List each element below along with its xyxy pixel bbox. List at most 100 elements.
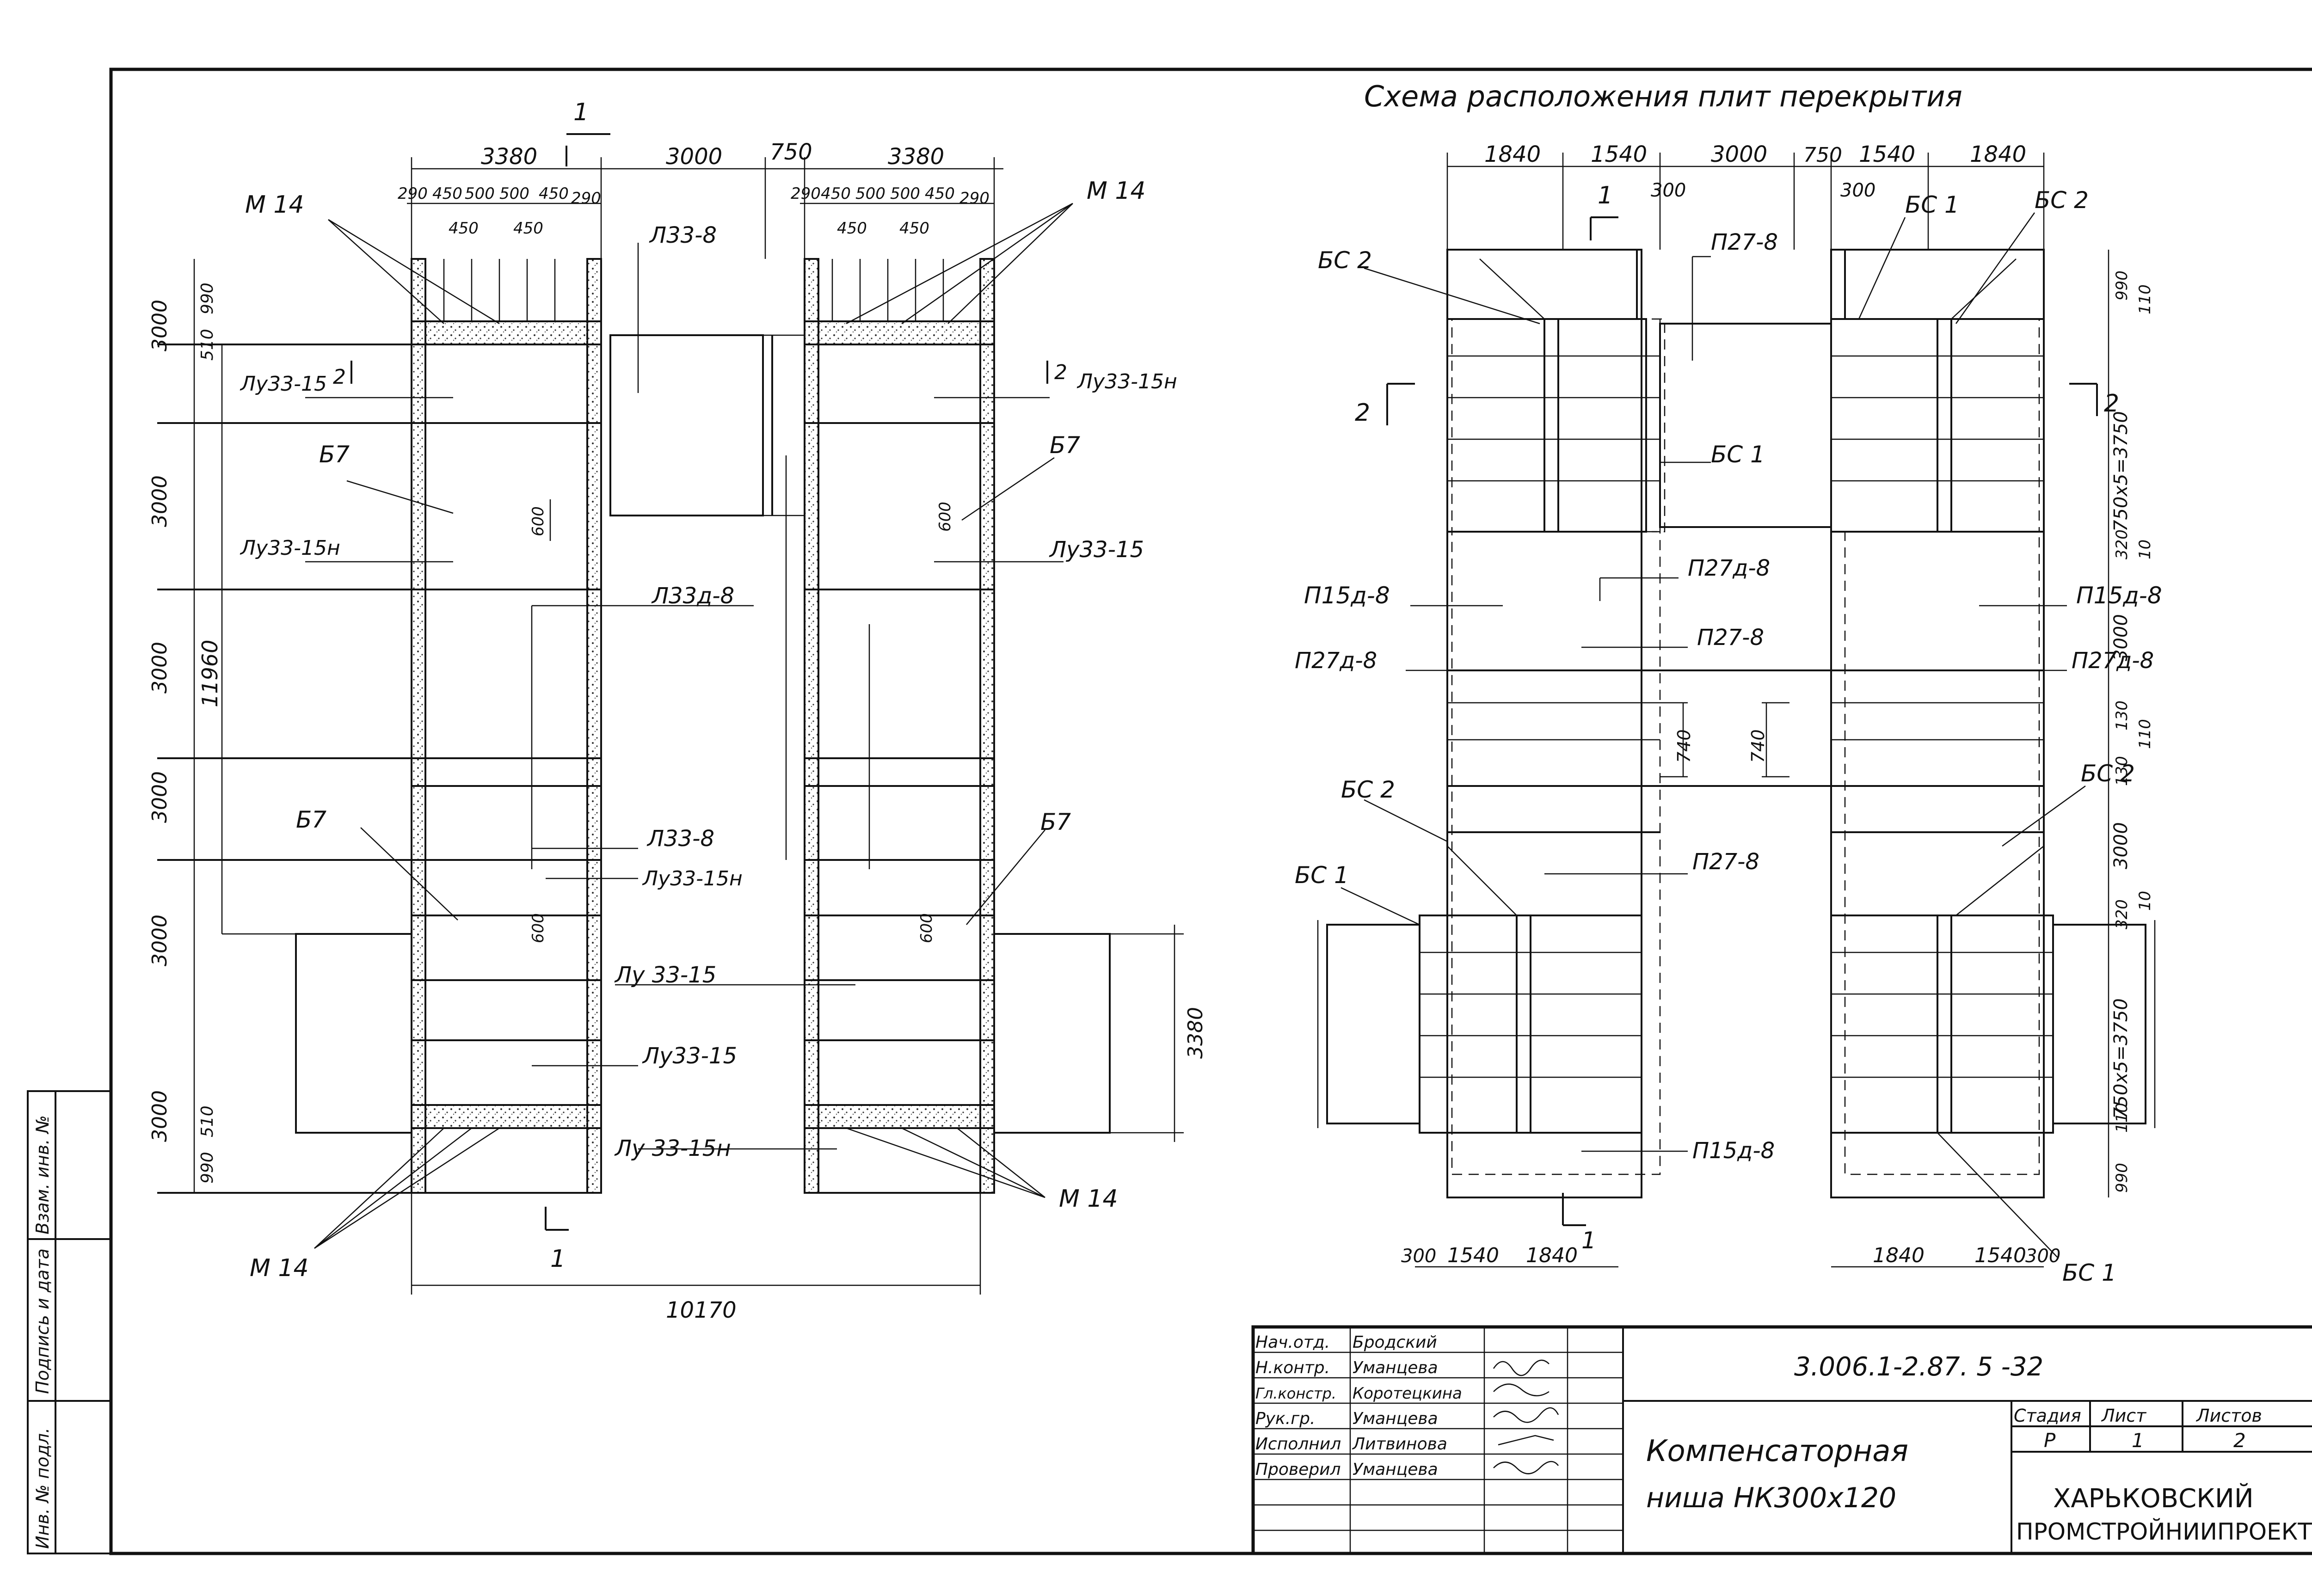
rside-9: 740 xyxy=(1674,729,1694,763)
rside-14: 10 xyxy=(2136,891,2154,911)
stamp-title-1: Компенсаторная xyxy=(1646,1434,1908,1468)
label-lu33-15-r2: Лу33-15 xyxy=(1049,537,1144,563)
rside-3: 750x5=3750 xyxy=(2110,411,2132,532)
label-bs1-mid: БС 1 xyxy=(1711,441,1765,468)
label-p27-8-mid: П27-8 xyxy=(1697,625,1764,651)
rside-7: 130 xyxy=(2113,700,2131,730)
label-p27-8-low: П27-8 xyxy=(1692,849,1759,875)
right-bottom-right-grid xyxy=(1830,915,2054,1134)
right-section-2-l: 2 xyxy=(1355,399,1370,427)
stamp-sheet-header: Лист xyxy=(2101,1406,2147,1426)
stamp-doc-code: 3.006.1-2.87. 5 -32 xyxy=(1794,1352,2043,1382)
right-top-left-grid xyxy=(1446,318,1661,533)
label-lu33-15n-l2: Лу33-15н xyxy=(240,536,340,560)
left-plan: 3380 3000 750 3380 290 450 500 500 450 2… xyxy=(148,98,1207,1323)
side-strip: Инв. № подл. Подпись и дата Взам. инв. № xyxy=(32,1115,53,1549)
left-side-dim-5: 3000 xyxy=(148,642,172,694)
right-scheme-title: Схема расположения плит перекрытия xyxy=(1364,80,1962,113)
left-side-dim-3: 990 xyxy=(198,282,217,314)
left-top-dim-3: 750 xyxy=(770,139,812,165)
stamp-name-4: Уманцева xyxy=(1353,1409,1438,1428)
rbot-l-2: 1540 xyxy=(1447,1244,1499,1267)
right-sub-2: 450 xyxy=(821,184,851,203)
left-inner-600-4: 600 xyxy=(917,913,936,943)
stamp-name-6: Уманцева xyxy=(1353,1460,1438,1479)
right-top-dim-5: 1540 xyxy=(1859,141,1915,167)
rside-2: 110 xyxy=(2136,284,2154,314)
right-section-1-bot: 1 xyxy=(1581,1227,1596,1254)
rbot-r-3: 300 xyxy=(2025,1246,2060,1267)
stamp-role-5: Исполнил xyxy=(1255,1435,1341,1454)
label-m14-br: М 14 xyxy=(1059,1185,1118,1213)
label-bs2-tr: БС 2 xyxy=(2035,187,2089,214)
stamp-stage: Р xyxy=(2044,1429,2056,1452)
rbot-l-1: 300 xyxy=(1401,1246,1436,1267)
label-bs1-br: БС 1 xyxy=(2062,1259,2116,1286)
label-lu33-15-2: Лу33-15 xyxy=(240,372,327,396)
left-section-2-l: 2 xyxy=(333,365,346,389)
right-top-small-1: 300 xyxy=(1651,180,1686,201)
rside-4: 320 xyxy=(2113,529,2131,559)
stamp-name-2: Уманцева xyxy=(1353,1358,1438,1377)
stamp-sheet: 1 xyxy=(2132,1429,2144,1452)
rside-8: 110 xyxy=(2136,719,2154,749)
left-side-dim-9: 990 xyxy=(198,1152,217,1184)
left-bottom-dim: 10170 xyxy=(666,1297,737,1323)
left-side-dim-11: 11960 xyxy=(197,640,222,707)
right-top-dim-3: 3000 xyxy=(1711,141,1767,167)
label-m14-tr: М 14 xyxy=(1087,177,1146,205)
stamp-title-2: ниша НК300х120 xyxy=(1646,1482,1896,1514)
right-top-small-2: 300 xyxy=(1840,180,1875,201)
label-l33d-8: Л33д-8 xyxy=(651,583,734,609)
rside-13: 320 xyxy=(2113,899,2131,929)
right-sub-5: 450 xyxy=(925,184,955,203)
left-inner-600-3: 600 xyxy=(529,913,547,943)
rbot-r-2: 1540 xyxy=(1974,1244,2026,1267)
left-top-dim-2: 3000 xyxy=(666,144,722,170)
right-sub-1: 290 xyxy=(791,184,821,203)
left-plan-labels: М 14 М 14 М 14 М 14 Л33-8 Лу33-15 Лу33-1… xyxy=(240,177,1177,1282)
left-section-2-r: 2 xyxy=(1054,361,1067,384)
right-top-dim-1: 1840 xyxy=(1484,141,1541,167)
right-top-dim-4: 750 xyxy=(1803,143,1842,167)
left-inner-600-2: 600 xyxy=(936,502,954,532)
left-inner-600-1: 600 xyxy=(529,506,547,536)
left-section-1-top: 1 xyxy=(573,98,589,126)
label-b7-l1: Б7 xyxy=(319,441,350,468)
title-block: Нач.отд. Бродский Н.контр. Уманцева Гл.к… xyxy=(1251,1325,2312,1555)
label-b7-l2: Б7 xyxy=(296,806,326,833)
side-strip-sign: Подпись и дата xyxy=(32,1248,53,1394)
label-p15d-8-r: П15д-8 xyxy=(2076,582,2162,609)
rside-6: 3000 xyxy=(2110,614,2132,661)
stamp-role-1: Нач.отд. xyxy=(1255,1333,1330,1352)
right-sub-3: 500 xyxy=(855,184,885,203)
stamp-org-1: ХАРЬКОВСКИЙ xyxy=(2053,1483,2254,1514)
right-sub-6: 290 xyxy=(959,189,990,208)
rside-11: 130 xyxy=(2113,756,2131,786)
right-top-dim-6: 1840 xyxy=(1970,141,2026,167)
label-m14-bl: М 14 xyxy=(250,1254,309,1282)
side-strip-inv: Инв. № подл. xyxy=(32,1428,53,1549)
label-p27d-8-a: П27д-8 xyxy=(1688,555,1770,581)
label-bs2-tl: БС 2 xyxy=(1318,247,1372,274)
rside-16: 110 xyxy=(2113,1103,2131,1133)
right-plan-labels: БС 2 БС 1 БС 2 П27-8 БС 1 П27д-8 П15д-8 … xyxy=(1295,187,2162,1286)
left-sub-3: 500 xyxy=(465,184,495,203)
stamp-name-3: Коротецкина xyxy=(1353,1384,1462,1403)
stamp-name-5: Литвинова xyxy=(1352,1435,1447,1454)
right-bottom-left-grid xyxy=(1419,915,1642,1134)
stamp-org-2: ПРОМСТРОЙНИИПРОЕКТ xyxy=(2016,1518,2312,1545)
stamp-role-2: Н.контр. xyxy=(1255,1358,1330,1377)
label-bs1-l: БС 1 xyxy=(1295,862,1349,889)
right-top-dim-2: 1540 xyxy=(1591,141,1647,167)
label-p27-8-top: П27-8 xyxy=(1711,229,1778,255)
label-p15d-8-bot: П15д-8 xyxy=(1692,1138,1775,1164)
label-p15d-8-l: П15д-8 xyxy=(1304,582,1390,609)
rside-15: 750x5=3750 xyxy=(2110,998,2132,1119)
label-bs2-mr: БС 2 xyxy=(2081,760,2135,787)
label-b7-r1: Б7 xyxy=(1050,432,1080,459)
stamp-name-1: Бродский xyxy=(1353,1333,1437,1352)
label-p27d-8-r: П27д-8 xyxy=(2072,648,2154,674)
right-sub-7: 450 xyxy=(837,219,867,238)
stamp-stage-header: Стадия xyxy=(2014,1406,2081,1426)
